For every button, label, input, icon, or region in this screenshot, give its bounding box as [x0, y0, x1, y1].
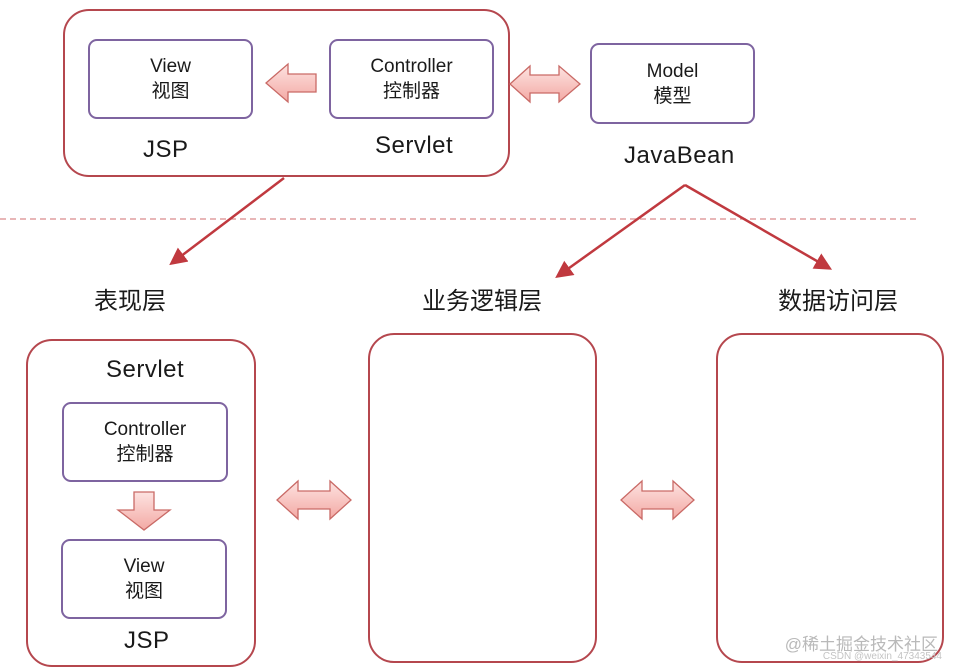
business-layer-container — [368, 333, 597, 663]
top-controller-text: Controller — [370, 56, 453, 77]
left-arrow-icon — [265, 62, 317, 104]
bottom-controller-text: Controller — [103, 419, 187, 440]
presentation-layer-container — [26, 339, 256, 667]
connector-to-presentation — [169, 177, 285, 266]
bottom-view-text: View — [123, 556, 165, 577]
top-view-box: View 视图 — [88, 39, 253, 119]
double-arrow-icon-3 — [620, 479, 695, 521]
data-access-layer-title: 数据访问层 — [778, 288, 898, 315]
top-controller-text-cn: 控制器 — [382, 81, 440, 102]
top-model-box: Model 模型 — [590, 43, 755, 124]
mvc-web-container — [63, 9, 510, 177]
connector-to-business — [555, 183, 686, 279]
connector-to-data-access — [684, 183, 833, 270]
top-model-text-cn: 模型 — [653, 85, 692, 107]
watermark-text: @稀土掘金技术社区 — [784, 635, 938, 654]
data-access-layer-container — [716, 333, 944, 663]
double-arrow-icon — [509, 64, 581, 104]
bottom-jsp-label: JSP — [124, 627, 170, 654]
top-servlet-label: Servlet — [375, 132, 454, 159]
top-jsp-label: JSP — [143, 136, 189, 163]
top-view-text-cn: 视图 — [151, 81, 190, 102]
top-model-text: Model — [646, 60, 699, 82]
presentation-layer-title: 表现层 — [94, 288, 166, 315]
business-layer-title: 业务逻辑层 — [422, 288, 542, 315]
javabean-label: JavaBean — [624, 142, 735, 169]
top-controller-box: Controller 控制器 — [329, 39, 494, 119]
top-view-text: View — [150, 56, 191, 77]
bottom-view-text-cn: 视图 — [124, 581, 163, 602]
bottom-servlet-label: Servlet — [106, 356, 185, 383]
double-arrow-icon-2 — [276, 479, 352, 521]
watermark-subtext: CSDN @weixin_47343544 — [822, 651, 942, 662]
bottom-controller-box: Controller 控制器 — [62, 402, 228, 482]
down-arrow-icon — [116, 491, 172, 531]
bottom-view-box: View 视图 — [61, 539, 227, 619]
bottom-controller-text-cn: 控制器 — [116, 444, 174, 465]
